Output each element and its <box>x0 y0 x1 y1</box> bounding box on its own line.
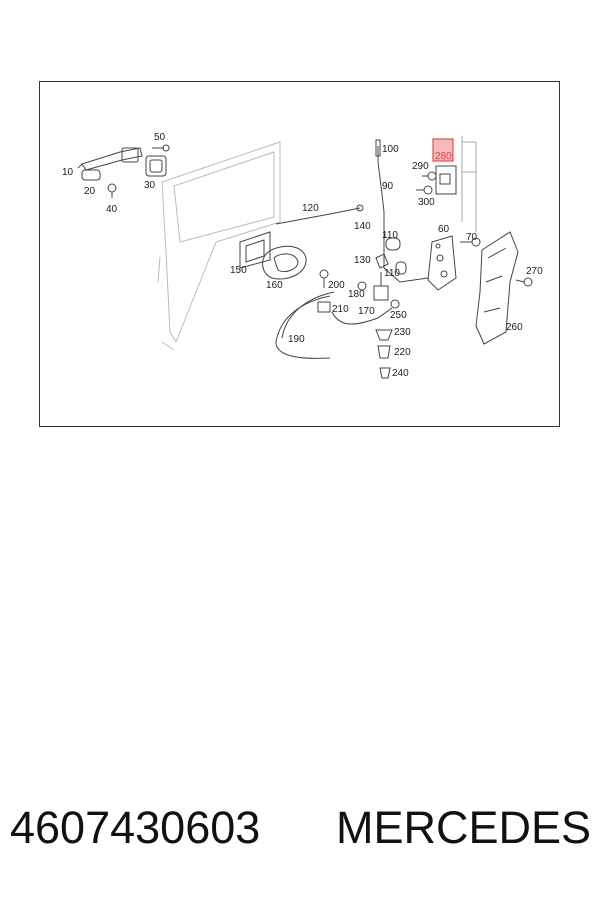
screw-270 <box>515 277 533 287</box>
screw-290 <box>422 171 437 181</box>
label-290: 290 <box>412 161 429 172</box>
inner-handle-150 <box>239 231 271 269</box>
part-number: 4607430603 <box>10 802 261 853</box>
plug-220 <box>377 345 391 359</box>
parts-diagram-frame: 10 20 30 40 50 60 70 90 100 110 110 120 … <box>39 81 560 427</box>
screw-70 <box>460 237 481 247</box>
label-100: 100 <box>382 144 399 155</box>
handle-seal <box>145 155 167 177</box>
label-170: 170 <box>358 306 375 317</box>
label-190: 190 <box>288 334 305 345</box>
highlight-box-280 <box>432 138 454 162</box>
wire-harness <box>331 307 393 325</box>
label-140: 140 <box>354 221 371 232</box>
clip-130 <box>375 253 389 269</box>
label-90: 90 <box>382 181 394 192</box>
bowden-cable-190 <box>275 291 335 359</box>
clip-210 <box>317 301 331 313</box>
label-160: 160 <box>266 280 283 291</box>
linkage-140 <box>383 232 429 283</box>
label-110-bottom: 110 <box>384 268 400 279</box>
screw-200 <box>319 269 329 288</box>
bushing-110 <box>385 237 407 275</box>
label-250: 250 <box>390 310 407 321</box>
label-180: 180 <box>348 289 365 300</box>
label-10: 10 <box>62 167 74 178</box>
door-lock-parts-diagram: 10 20 30 40 50 60 70 90 100 110 110 120 … <box>62 132 543 379</box>
label-300: 300 <box>418 197 435 208</box>
bezel-160 <box>262 245 307 280</box>
label-260: 260 <box>506 322 523 333</box>
label-110-top: 110 <box>382 230 398 241</box>
screw-180 <box>357 281 367 291</box>
pillar-outline <box>461 136 477 232</box>
lock-rod-90 <box>375 139 385 232</box>
label-200: 200 <box>328 280 345 291</box>
handle-gasket <box>81 169 101 181</box>
label-30: 30 <box>144 180 156 191</box>
label-240: 240 <box>392 368 409 379</box>
label-70: 70 <box>466 232 478 243</box>
label-60: 60 <box>438 224 450 235</box>
door-lock-60 <box>427 235 457 291</box>
label-20: 20 <box>84 186 96 197</box>
control-rod-120 <box>275 204 364 225</box>
screw-50 <box>152 144 170 152</box>
label-150: 150 <box>230 265 247 276</box>
label-210: 210 <box>332 304 349 315</box>
screw-300 <box>416 185 433 195</box>
striker-280 <box>435 165 457 195</box>
label-280: 280 <box>435 151 452 162</box>
plug-240 <box>379 367 391 379</box>
label-270: 270 <box>526 266 543 277</box>
door-panel-outline <box>157 141 281 351</box>
brand-name: MERCEDES <box>336 802 592 853</box>
label-130: 130 <box>354 255 371 266</box>
label-40: 40 <box>106 204 118 215</box>
screw-40 <box>107 183 117 198</box>
plug-230 <box>375 329 393 341</box>
label-50: 50 <box>154 132 166 143</box>
bracket-260 <box>475 231 519 345</box>
outer-door-handle <box>77 147 143 171</box>
grommet-250 <box>390 299 400 309</box>
label-220: 220 <box>394 347 411 358</box>
actuator-170 <box>373 272 389 301</box>
label-120: 120 <box>302 203 319 214</box>
label-230: 230 <box>394 327 411 338</box>
